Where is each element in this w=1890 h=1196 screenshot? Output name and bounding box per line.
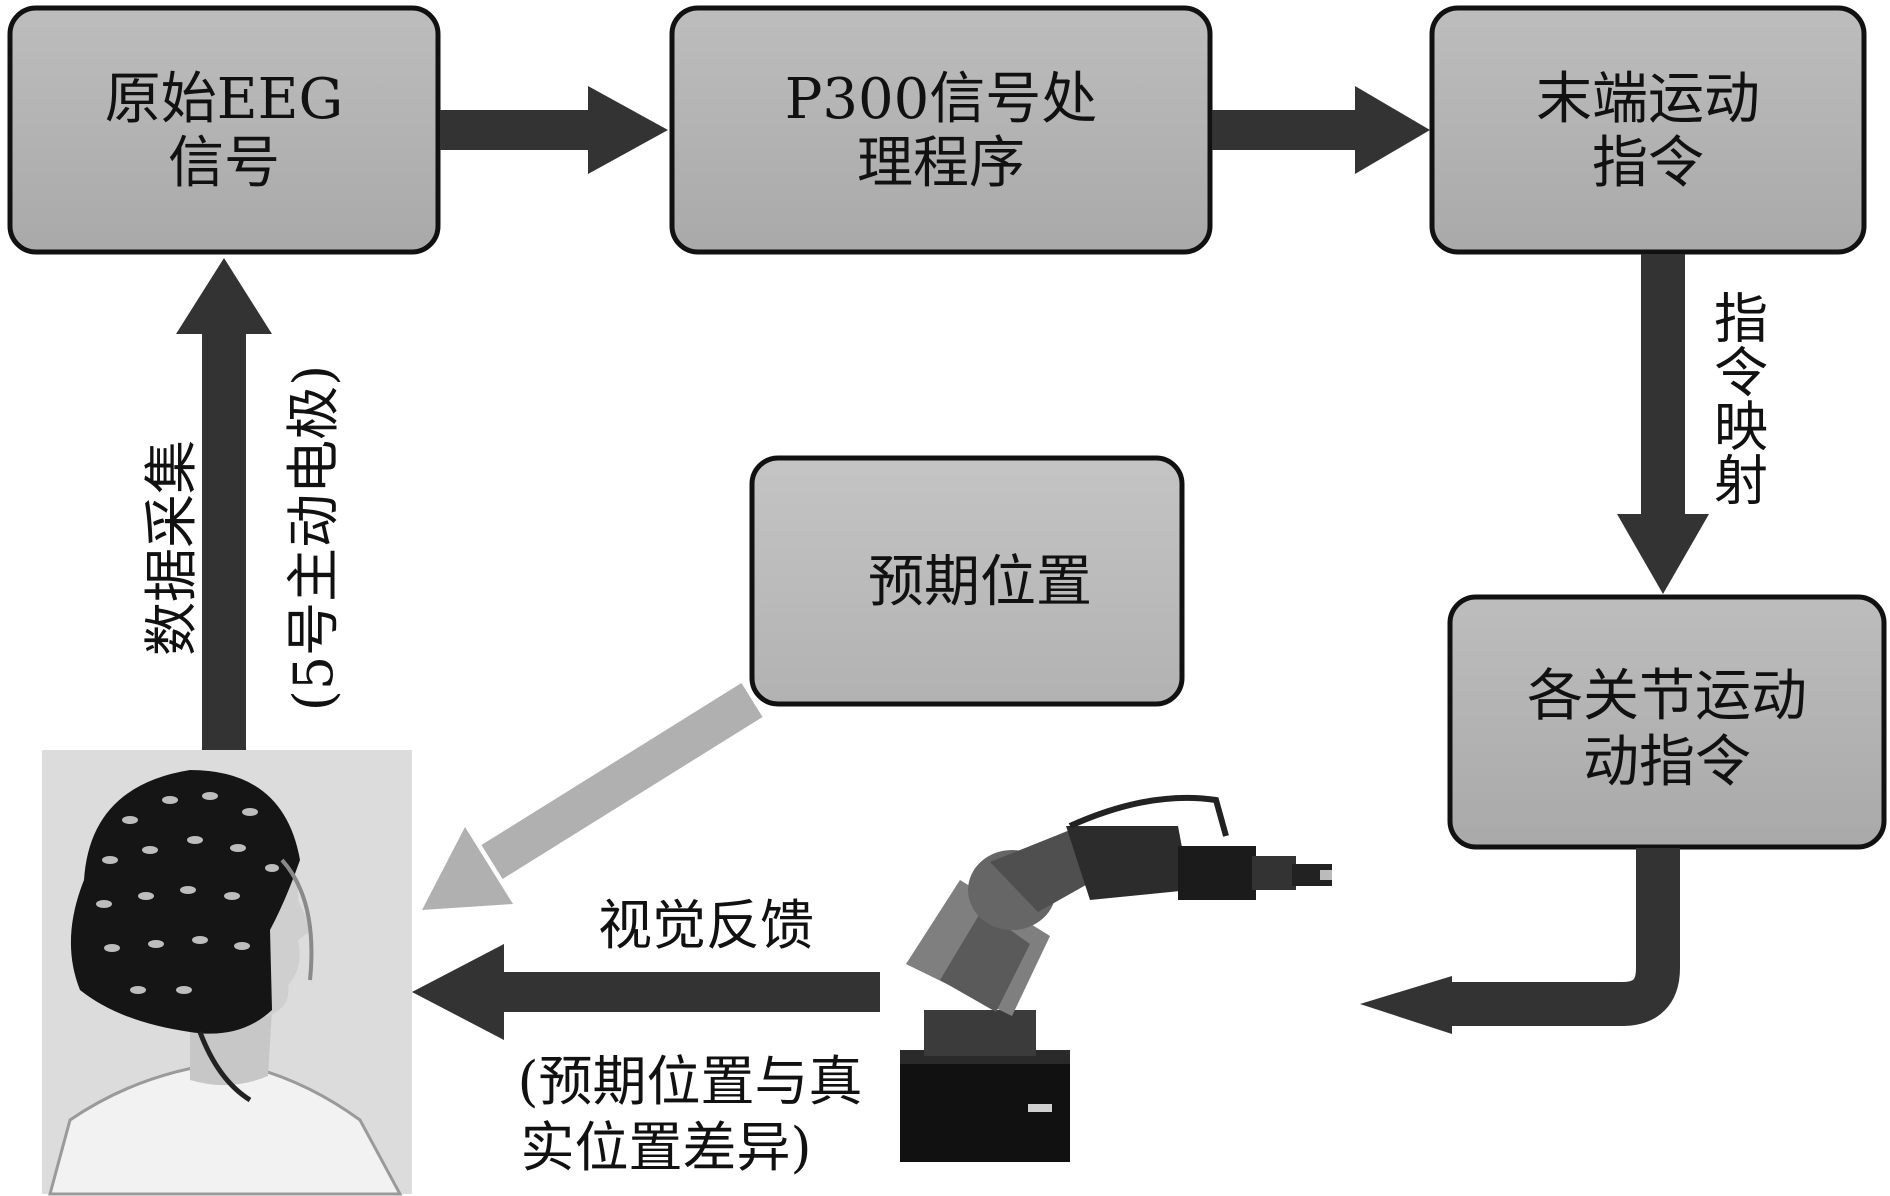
- joint-motion-line2: 动指令: [1583, 730, 1751, 795]
- command-mapping-label: 指令映射: [1705, 290, 1768, 506]
- electrode-note-label: (5号主动电极): [282, 365, 345, 712]
- p300-processing-node: P300信号处 理程序: [669, 5, 1213, 255]
- feedback-note-line1: (预期位置与真: [517, 1050, 862, 1113]
- end-motion-line1: 末端运动: [1536, 67, 1760, 132]
- arrow-data-acquisition: [176, 258, 272, 750]
- arrow-p300-to-end-motion: [1212, 86, 1430, 174]
- p300-line1: P300信号处: [785, 67, 1098, 132]
- end-motion-line2: 指令: [1592, 131, 1704, 196]
- arrow-visual-feedback: [412, 944, 880, 1040]
- arrow-eeg-to-p300: [440, 86, 668, 174]
- data-acquisition-label: 数据采集: [140, 440, 203, 656]
- expected-position-node: 预期位置: [749, 455, 1185, 707]
- p300-line2: 理程序: [857, 131, 1025, 196]
- arrow-command-mapping: [1617, 254, 1709, 594]
- arrow-joint-to-robot: [1360, 848, 1680, 1034]
- feedback-note-line2: 实位置差异): [520, 1116, 811, 1179]
- arrow-expected-to-head: [422, 683, 763, 910]
- raw-eeg-node: 原始EEG 信号: [7, 5, 441, 255]
- raw-eeg-line1: 原始EEG: [105, 67, 344, 132]
- end-effector-command-node: 末端运动 指令: [1429, 5, 1867, 255]
- joint-command-node: 各关节运动 动指令: [1447, 594, 1887, 850]
- visual-feedback-label: 视觉反馈: [598, 894, 814, 957]
- raw-eeg-line2: 信号: [168, 131, 280, 196]
- joint-motion-line1: 各关节运动: [1527, 664, 1807, 729]
- eeg-cap-head-image: [42, 750, 412, 1196]
- robot-arm-image: [900, 794, 1332, 1162]
- expected-position-text: 预期位置: [868, 550, 1092, 615]
